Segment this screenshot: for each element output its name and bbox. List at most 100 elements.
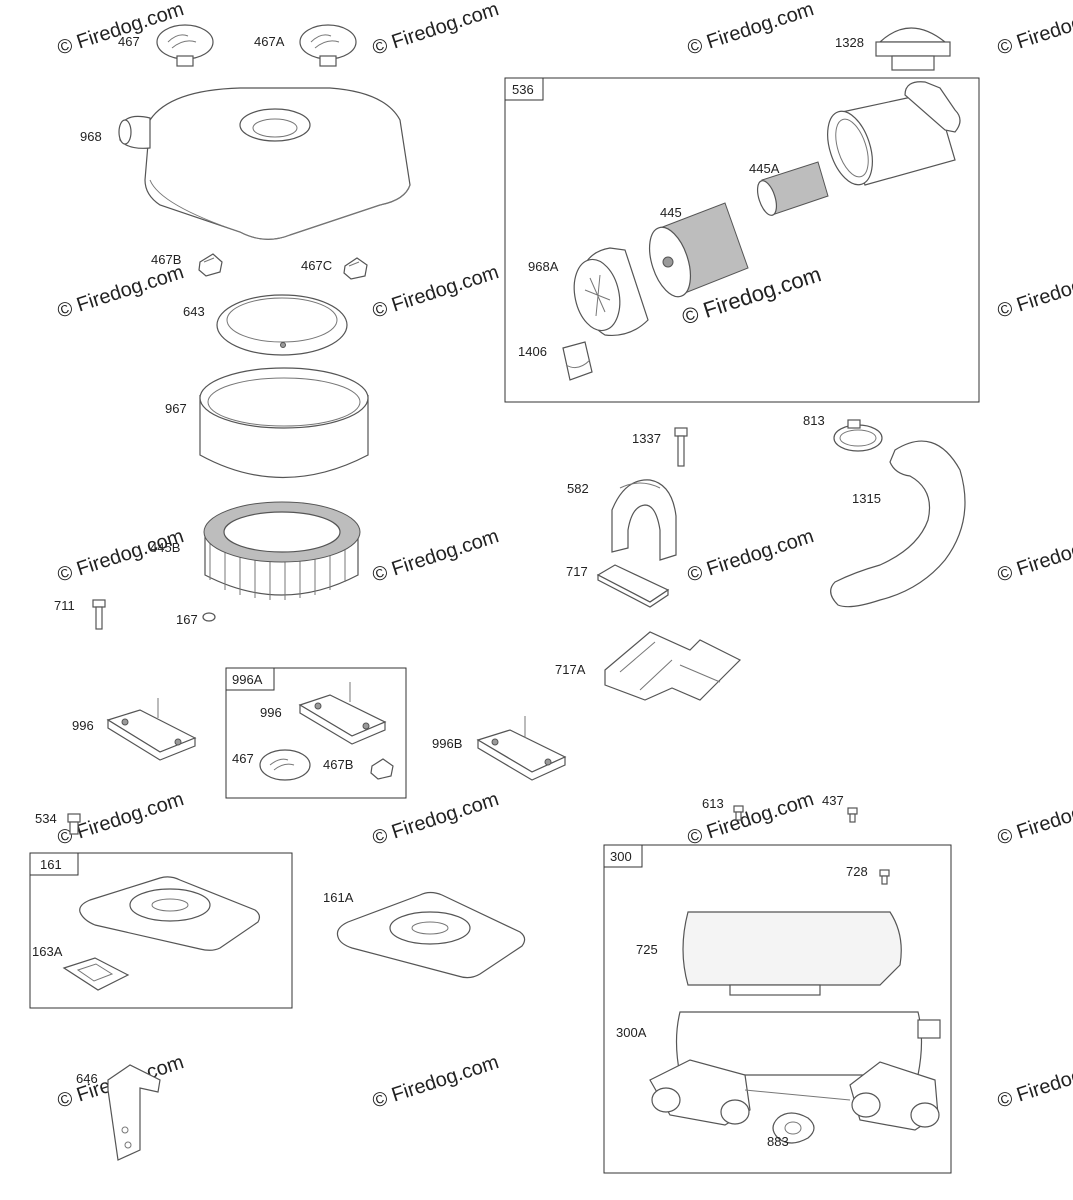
watermark: © Firedog.com: [995, 0, 1073, 60]
part-643-base-plate: [216, 294, 348, 356]
part-467c-nut: [343, 257, 368, 280]
part-467-knob-in-kit: [259, 749, 311, 781]
kit-box-161-label-frame: [29, 852, 79, 876]
part-582-bracket: [611, 479, 677, 561]
callout-161a: 161A: [323, 890, 354, 905]
part-161-gasket: [79, 876, 261, 951]
callout-445b: 445B: [150, 540, 180, 555]
part-163a-gasket: [62, 957, 130, 991]
watermark: © Firedog.com: [370, 0, 502, 60]
callout-161-kit: 161: [40, 857, 62, 872]
part-968a-cover: [573, 247, 649, 337]
part-613-screw: [733, 805, 744, 821]
watermark: © Firedog.com: [370, 261, 502, 323]
callout-582: 582: [567, 481, 589, 496]
watermark: © Firedog.com: [685, 525, 817, 587]
callout-968: 968: [80, 129, 102, 144]
callout-813: 813: [803, 413, 825, 428]
part-467a-knob: [299, 24, 357, 67]
callout-467b: 467B: [151, 252, 181, 267]
kit-box-300-label-frame: [603, 844, 643, 868]
callout-996-in-kit: 996: [260, 705, 282, 720]
part-534-screw: [67, 813, 81, 835]
part-717a-bracket: [604, 631, 742, 701]
watermark: © Firedog.com: [370, 1051, 502, 1113]
watermark: © Firedog.com: [55, 525, 187, 587]
callout-437: 437: [822, 793, 844, 808]
part-725-heat-shield: [682, 911, 902, 996]
callout-728: 728: [846, 864, 868, 879]
part-996b-plate: [476, 716, 567, 781]
callout-725: 725: [636, 942, 658, 957]
part-467-knob: [156, 24, 214, 67]
callout-167: 167: [176, 612, 198, 627]
kit-box-300: [603, 844, 952, 1174]
callout-996: 996: [72, 718, 94, 733]
callout-717: 717: [566, 564, 588, 579]
watermark: © Firedog.com: [995, 1051, 1073, 1113]
callout-717a: 717A: [555, 662, 586, 677]
kit-box-536: [504, 77, 980, 403]
part-445-main-filter: [648, 202, 749, 298]
part-161a-gasket: [336, 891, 526, 979]
part-437-screw: [847, 807, 858, 823]
part-646-bracket: [107, 1064, 161, 1161]
callout-163a: 163A: [32, 944, 63, 959]
part-968-cover: [118, 87, 411, 240]
kit-box-536-label-frame: [504, 77, 544, 101]
part-813-clamp: [833, 419, 883, 452]
part-717-pad: [596, 564, 670, 608]
watermark: © Firedog.com: [370, 525, 502, 587]
callout-467c: 467C: [301, 258, 332, 273]
part-467b-nut-in-kit: [370, 758, 394, 780]
callout-996b: 996B: [432, 736, 462, 751]
part-967-precleaner: [199, 367, 369, 479]
callout-996a-kit: 996A: [232, 672, 263, 687]
callout-1315: 1315: [852, 491, 881, 506]
watermark: © Firedog.com: [685, 0, 817, 60]
callout-1328: 1328: [835, 35, 864, 50]
callout-536-kit: 536: [512, 82, 534, 97]
watermark: © Firedog.com: [995, 261, 1073, 323]
part-1315-hose: [830, 440, 966, 608]
callout-467a: 467A: [254, 34, 285, 49]
callout-643: 643: [183, 304, 205, 319]
part-445b-filter: [203, 501, 361, 600]
part-1406-valve: [562, 341, 593, 381]
watermark: © Firedog.com: [370, 788, 502, 850]
callout-646: 646: [76, 1071, 98, 1086]
callout-445: 445: [660, 205, 682, 220]
part-996-plate-in-kit: [298, 682, 387, 745]
callout-300-kit: 300: [610, 849, 632, 864]
watermark: © Firedog.com: [995, 525, 1073, 587]
callout-1337: 1337: [632, 431, 661, 446]
callout-711: 711: [54, 598, 75, 613]
part-445a-inner-filter: [756, 161, 829, 216]
callout-534: 534: [35, 811, 57, 826]
part-711-bolt: [92, 599, 106, 630]
callout-1406: 1406: [518, 344, 547, 359]
kit-box-996a-label-frame: [225, 667, 275, 691]
part-167-nut: [202, 612, 216, 622]
kit-box-161: [29, 852, 293, 1009]
part-300a-muffler: [649, 1011, 941, 1131]
callout-613: 613: [702, 796, 724, 811]
part-883-gasket: [772, 1112, 815, 1144]
callout-968a: 968A: [528, 259, 559, 274]
callout-445a: 445A: [749, 161, 780, 176]
part-996-plate: [106, 698, 197, 761]
part-1328-rain-cap: [875, 27, 951, 71]
part-728-screw: [879, 869, 890, 885]
part-467b-nut: [198, 253, 223, 277]
callout-467-in-kit: 467: [232, 751, 254, 766]
part-1337-bolt: [674, 427, 688, 467]
callout-883: 883: [767, 1134, 789, 1149]
watermark: © Firedog.com: [55, 261, 187, 323]
callout-467b-in-kit: 467B: [323, 757, 353, 772]
callout-967: 967: [165, 401, 187, 416]
watermark: © Firedog.com: [995, 788, 1073, 850]
kit-box-996a: [225, 667, 407, 799]
part-536-housing: [827, 81, 961, 186]
callout-467: 467: [118, 34, 140, 49]
